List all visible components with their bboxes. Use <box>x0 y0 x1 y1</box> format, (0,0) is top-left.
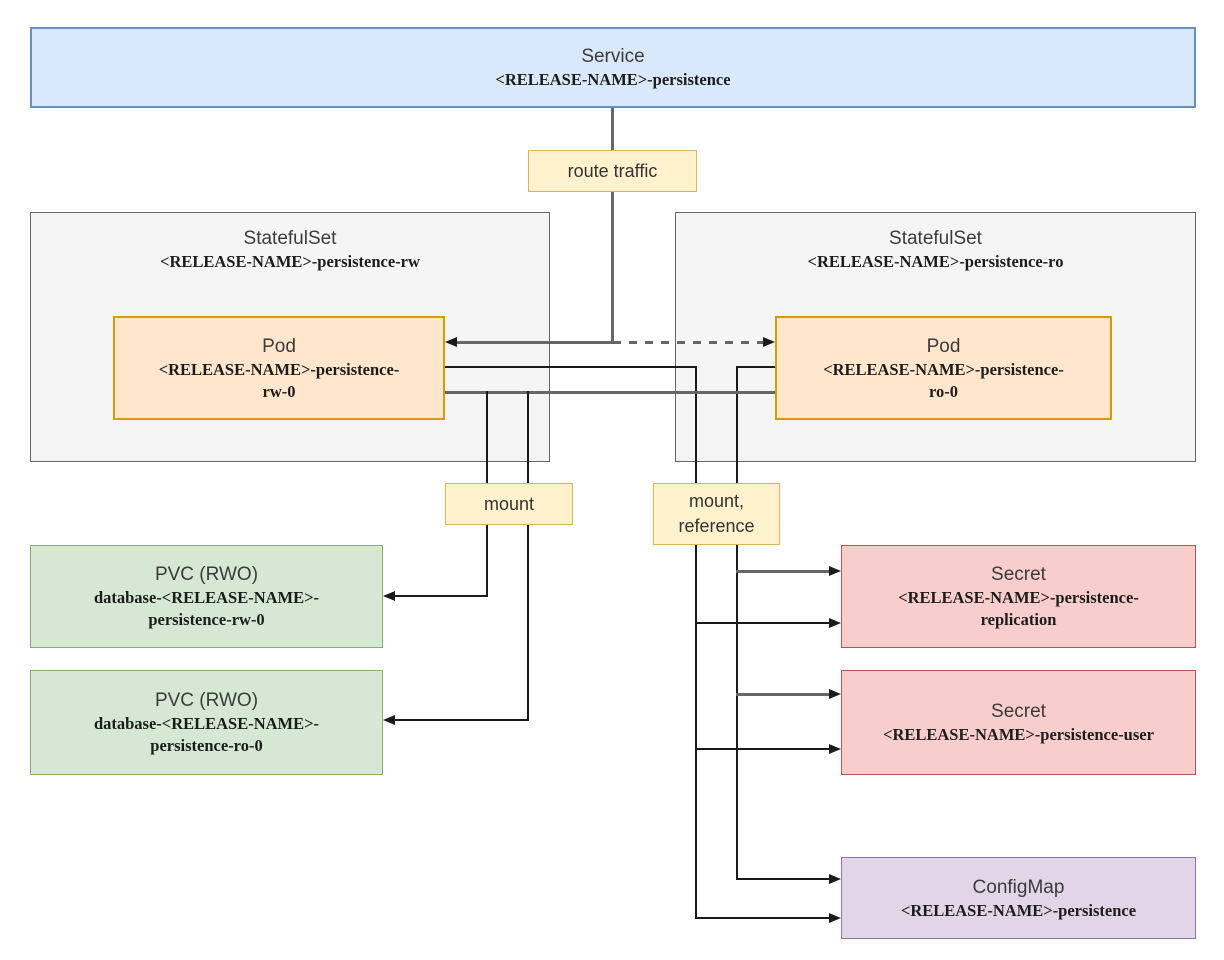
edge-rw-to-secret-replication <box>695 622 830 624</box>
arrowhead-secret-user-upper <box>829 688 841 699</box>
statefulset-ro-type-label: StatefulSet <box>889 228 982 249</box>
pod-rw-name-line2: rw-0 <box>262 381 296 401</box>
configmap-name: <RELEASE-NAME>-persistence <box>900 900 1137 920</box>
pod-ro-name-line2: ro-0 <box>928 381 959 401</box>
edge-route-to-pod-ro <box>613 341 764 344</box>
configmap-type-label: ConfigMap <box>972 876 1065 898</box>
secret-user-box: Secret <RELEASE-NAME>-persistence-user <box>841 670 1196 775</box>
edge-route-to-pod-rw <box>455 341 613 344</box>
edge-pods-mount-h <box>445 391 775 394</box>
edge-ro-to-secret-user <box>736 693 830 696</box>
edge-pod-rw-ref-v <box>695 366 697 919</box>
secret-replication-name-line1: <RELEASE-NAME>-persistence- <box>898 588 1139 607</box>
pvc-rw-type-label: PVC (RWO) <box>154 564 259 585</box>
statefulset-rw-name: <RELEASE-NAME>-persistence-rw <box>160 252 420 271</box>
edge-mount-ro-elbow <box>394 719 529 721</box>
edge-ro-to-configmap <box>735 878 831 880</box>
secret-replication-box: Secret <RELEASE-NAME>-persistence- repli… <box>841 545 1196 648</box>
edge-rw-to-secret-user <box>695 748 830 750</box>
pod-ro-box: Pod <RELEASE-NAME>-persistence- ro-0 <box>775 316 1112 420</box>
edge-rw-to-configmap <box>695 917 830 919</box>
edge-label-mount: mount <box>445 483 573 525</box>
statefulset-ro-name: <RELEASE-NAME>-persistence-ro <box>807 252 1064 271</box>
service-box: Service <RELEASE-NAME>-persistence <box>30 27 1196 108</box>
arrowhead-secret-replication-upper <box>829 565 841 576</box>
secret-user-name: <RELEASE-NAME>-persistence-user <box>883 725 1154 744</box>
arrowhead-secret-user-lower <box>829 743 841 754</box>
pod-rw-box: Pod <RELEASE-NAME>-persistence- rw-0 <box>113 316 445 420</box>
pod-rw-name-line1: <RELEASE-NAME>-persistence- <box>158 359 400 379</box>
arrowhead-configmap-lower <box>829 912 841 923</box>
arrowhead-secret-replication-lower <box>829 617 841 628</box>
pvc-rw-box: PVC (RWO) database-<RELEASE-NAME>- persi… <box>30 545 383 648</box>
arrowhead-into-pvc-rw <box>383 590 395 601</box>
pvc-ro-name-line1: database-<RELEASE-NAME>- <box>93 714 320 733</box>
pvc-ro-type-label: PVC (RWO) <box>154 690 259 711</box>
edge-label-route-traffic: route traffic <box>528 150 697 192</box>
pod-rw-type-label: Pod <box>262 335 296 357</box>
edge-service-down <box>611 108 614 342</box>
statefulset-rw-type-label: StatefulSet <box>243 228 337 249</box>
arrowhead-configmap-upper <box>829 873 841 884</box>
pod-ro-type-label: Pod <box>926 335 961 357</box>
service-name: <RELEASE-NAME>-persistence <box>495 70 731 89</box>
arrowhead-into-pvc-ro <box>383 714 395 725</box>
arrowhead-into-pod-ro <box>763 336 775 347</box>
pvc-rw-name-line1: database-<RELEASE-NAME>- <box>93 588 320 607</box>
pvc-ro-name-line2: persistence-ro-0 <box>150 736 263 755</box>
service-type-label: Service <box>581 46 645 67</box>
secret-replication-type-label: Secret <box>991 564 1046 585</box>
edge-pod-ro-ref-h <box>736 366 775 368</box>
edge-mount-ro-v <box>527 391 529 721</box>
edge-mount-rw-elbow <box>394 595 488 597</box>
edge-pod-rw-ref-h <box>445 366 697 368</box>
pod-ro-name-line1: <RELEASE-NAME>-persistence- <box>823 359 1064 379</box>
secret-replication-name-line2: replication <box>980 610 1057 629</box>
arrowhead-into-pod-rw <box>445 336 457 347</box>
edge-ro-to-secret-replication <box>736 570 830 573</box>
pvc-rw-name-line2: persistence-rw-0 <box>148 610 265 629</box>
pvc-ro-box: PVC (RWO) database-<RELEASE-NAME>- persi… <box>30 670 383 775</box>
secret-user-type-label: Secret <box>991 701 1046 722</box>
configmap-box: ConfigMap <RELEASE-NAME>-persistence <box>841 857 1196 939</box>
edge-label-mount-reference: mount, reference <box>653 483 780 545</box>
